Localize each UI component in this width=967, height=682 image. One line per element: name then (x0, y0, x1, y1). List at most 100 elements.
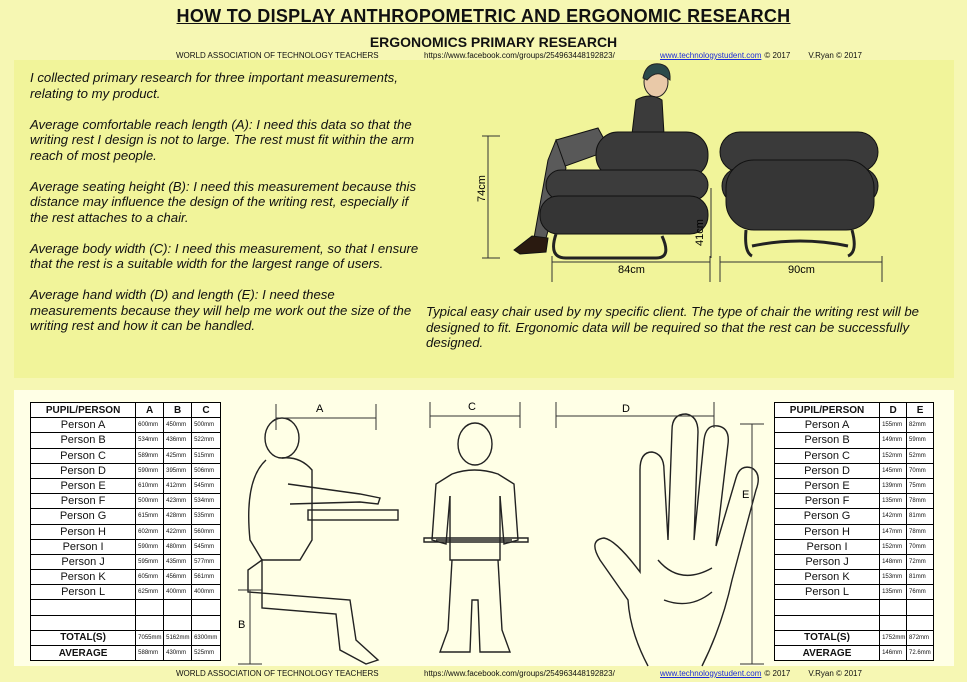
intro-paragraph: I collected primary research for three i… (30, 70, 398, 101)
chair-depth-label: 84cm (618, 264, 645, 276)
measurement-cell: 561mm (191, 569, 221, 586)
chair-side-illustration (513, 63, 709, 260)
measurement-cell: 81mm (906, 569, 934, 586)
credit-facebook[interactable]: https://www.facebook.com/groups/25496344… (424, 669, 615, 678)
credit-line-bottom: WORLD ASSOCIATION OF TECHNOLOGY TEACHERS… (176, 669, 896, 678)
column-header: PUPIL/PERSON (773, 401, 881, 419)
measurement-cell: 400mm (163, 584, 193, 601)
measurement-cell: 602mm (135, 523, 165, 540)
measurement-cell: 615mm (135, 508, 165, 525)
person-name-cell: Person K (773, 569, 881, 586)
measurement-cell: 139mm (879, 477, 908, 495)
empty-row (773, 599, 934, 616)
measurement-cell: 142mm (879, 508, 908, 525)
column-header: E (906, 401, 934, 419)
measurement-cell: 149mm (879, 432, 908, 449)
person-name-cell: Person H (29, 523, 137, 540)
measurement-cell: 52mm (906, 447, 934, 464)
empty-cell (906, 599, 934, 616)
column-header: D (879, 401, 908, 419)
measurement-cell: 590mm (135, 462, 165, 479)
measurement-cell: 435mm (163, 553, 193, 571)
person-name-cell: Person B (773, 432, 881, 449)
chair-front-illustration (719, 131, 879, 258)
measurement-cell: 522mm (191, 432, 221, 449)
seated-figure-illustration (247, 417, 399, 665)
credit-site-link[interactable]: www.technologystudent.com (660, 51, 762, 60)
empty-row (773, 614, 934, 631)
empty-cell (879, 599, 908, 616)
body-width-paragraph: Average body width (C): I need this meas… (30, 240, 419, 272)
front-dimension-lines (429, 402, 521, 428)
average-value: 146mm (879, 644, 908, 662)
person-name-cell: Person F (773, 493, 881, 510)
dimension-b-label: B (238, 619, 245, 631)
column-header: C (191, 401, 221, 419)
total-value: 5162mm (163, 629, 193, 647)
person-name-cell: Person F (29, 493, 137, 510)
measurement-cell: 425mm (163, 447, 193, 464)
measurement-cell: 148mm (879, 553, 908, 571)
measurement-cell: 535mm (191, 508, 221, 525)
person-name-cell: Person C (29, 447, 137, 464)
empty-cell (163, 599, 193, 616)
average-value: 588mm (135, 644, 165, 662)
empty-cell (163, 614, 193, 631)
measurement-cell: 153mm (879, 569, 908, 586)
chair-caption: Typical easy chair used by my specific c… (426, 304, 920, 350)
person-name-cell: Person L (773, 584, 881, 601)
average-label: AVERAGE (29, 644, 137, 662)
measurement-cell: 590mm (135, 538, 165, 555)
total-value: 7055mm (135, 629, 165, 647)
person-name-cell: Person E (29, 477, 137, 495)
page-subtitle: ERGONOMICS PRIMARY RESEARCH (369, 34, 618, 50)
credit-facebook[interactable]: https://www.facebook.com/groups/25496344… (424, 51, 615, 60)
person-name-cell: Person C (773, 447, 881, 464)
dimension-d-label: D (622, 403, 630, 415)
credit-org: WORLD ASSOCIATION OF TECHNOLOGY TEACHERS (176, 51, 379, 60)
measurement-cell: 70mm (906, 538, 934, 555)
credit-org: WORLD ASSOCIATION OF TECHNOLOGY TEACHERS (176, 669, 379, 678)
measurement-cell: 515mm (191, 447, 221, 464)
seated-dimension-lines (238, 404, 377, 665)
measurement-cell: 577mm (191, 553, 221, 571)
person-name-cell: Person K (29, 569, 137, 586)
credit-copyright: © 2017 (764, 669, 791, 678)
seat-height-paragraph: Average seating height (B): I need this … (30, 178, 417, 225)
hand-dimension-lines (555, 402, 764, 665)
measurement-cell: 152mm (879, 538, 908, 555)
measurement-cell: 605mm (135, 569, 165, 586)
measurement-cell: 400mm (191, 584, 221, 601)
empty-cell (29, 599, 137, 616)
credit-site-link[interactable]: www.technologystudent.com (660, 669, 762, 678)
credit-author: V.Ryan © 2017 (808, 669, 862, 678)
person-name-cell: Person D (773, 462, 881, 479)
measurement-cell: 78mm (906, 493, 934, 510)
dimension-c-label: C (468, 401, 476, 413)
measurement-cell: 545mm (191, 538, 221, 555)
credit-author: V.Ryan © 2017 (808, 51, 862, 60)
dimension-a-label: A (316, 403, 324, 415)
